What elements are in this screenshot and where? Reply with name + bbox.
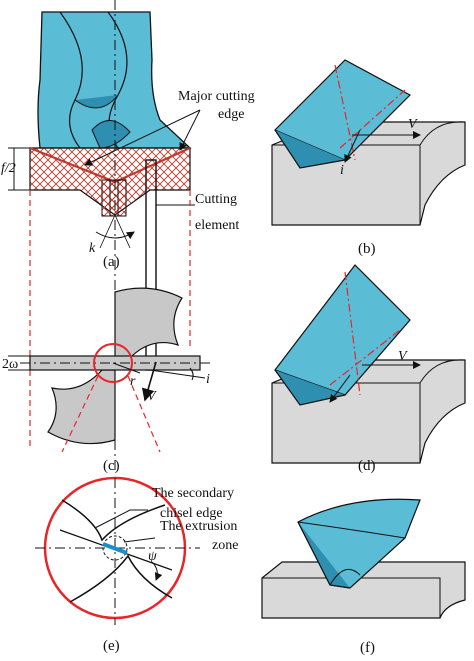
secondary-chisel-label-1: The secondary (152, 486, 234, 501)
extrusion-zone-label-1: The extrusion (160, 519, 237, 534)
caption-b: (b) (358, 241, 376, 257)
panel-c: 2ω V r i (c) (2, 287, 210, 474)
caption-d: (d) (358, 458, 376, 474)
inclination-label-b: i (340, 163, 344, 178)
radius-label: r (130, 374, 136, 389)
half-feed-label: f/2 (1, 161, 16, 176)
drill-cross-section (29, 287, 201, 445)
caption-c: (c) (103, 458, 120, 474)
velocity-label-b: V (408, 117, 418, 132)
velocity-label-c: V (147, 389, 157, 404)
lower-flute-edge (69, 554, 173, 603)
panel-e: The secondary chisel edge The extrusion … (35, 476, 238, 654)
cutting-element-label-2: element (195, 218, 239, 233)
secondary-chisel-label-2: chisel edge (160, 506, 223, 521)
chisel-highlight-circle (93, 343, 133, 383)
panel-f: (f) (261, 498, 466, 656)
angle-k-label: k (89, 241, 96, 256)
point-angle: k (89, 214, 135, 256)
upper-flute-edge (61, 499, 166, 542)
psi-label: ψ (148, 549, 157, 564)
panel-a: f/2 Major cutting edge Cutting element k… (1, 0, 255, 470)
panel-d: V (d) (271, 264, 466, 474)
extrusion-zone-label-2: zone (212, 538, 238, 553)
web-dimension: 2ω (2, 355, 30, 372)
panel-b: V i (b) (271, 59, 466, 257)
inclination-label-c: i (206, 372, 210, 387)
feed-dimension: f/2 (1, 147, 30, 191)
web-thickness-label: 2ω (2, 357, 18, 372)
extrusion-zone-outline (102, 535, 128, 561)
extrusion-zone-mark (102, 542, 128, 555)
drill-body (37, 11, 192, 149)
caption-a: (a) (103, 254, 120, 270)
velocity-label-d: V (398, 349, 408, 364)
major-cutting-edge-label-1: Major cutting (178, 89, 255, 104)
major-cutting-edge-callout: Major cutting edge (84, 89, 255, 166)
cutting-lip-zone (29, 146, 191, 217)
tool-d (274, 264, 411, 396)
caption-e: (e) (103, 638, 120, 654)
cutting-element-label-1: Cutting (195, 192, 237, 207)
major-cutting-edge-label-2: edge (218, 107, 244, 122)
caption-f: (f) (360, 640, 375, 656)
